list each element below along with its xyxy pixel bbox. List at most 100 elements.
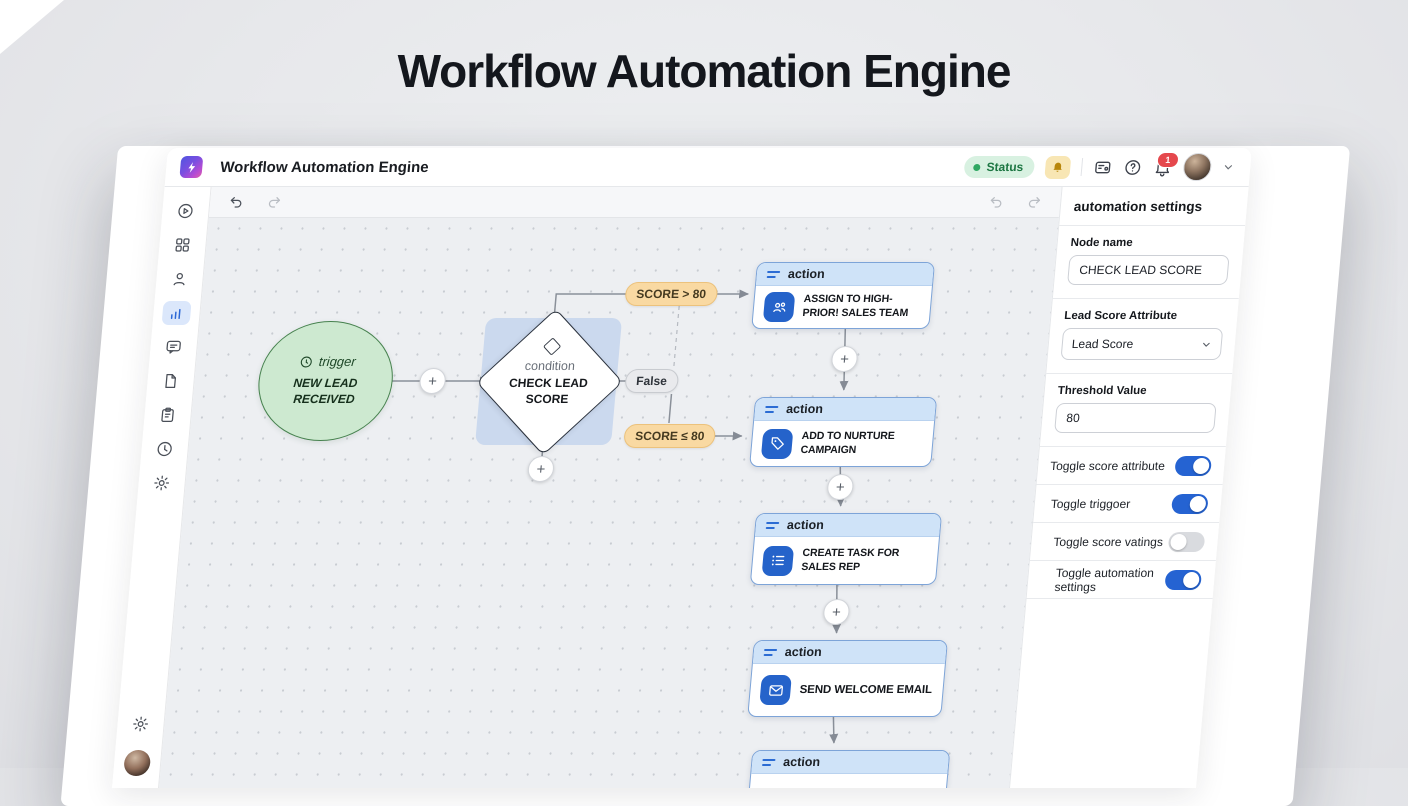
file-icon [161,372,181,390]
sidebar-item-projects[interactable] [153,403,183,427]
threshold-input[interactable] [1054,403,1217,433]
diamond-icon [542,337,561,356]
redo-icon [1026,194,1043,210]
status-dot-icon [973,163,981,171]
action-node-partial[interactable]: action [746,750,951,788]
threshold-label: Threshold Value [1057,385,1148,397]
condition-content: condition CHECK LEAD SCORE [488,337,610,407]
action-title: ASSIGN TO HIGH-PRIOR! SALES TEAM [802,293,909,319]
sidebar-item-preferences[interactable] [126,712,156,736]
undo-button-secondary[interactable] [988,194,1005,210]
redo-button-secondary[interactable] [1026,194,1043,210]
redo-button[interactable] [266,194,283,210]
action-header-icon [766,270,781,278]
action-node-nurture[interactable]: action ADD TO NURTURE CAMPAIGN [749,397,938,467]
sidebar-avatar[interactable] [123,750,152,776]
action-header-icon [764,405,779,413]
trigger-icon [298,355,313,369]
team-icon [762,292,796,322]
sidebar [112,187,212,788]
undo-icon [228,194,245,210]
settings-panel: automation settings Node name Lead Score… [1009,187,1249,788]
alert-chip[interactable] [1044,155,1072,179]
action-title: ADD TO NURTURE CAMPAIGN [800,429,896,456]
action-node-assign-team[interactable]: action ASSIGN TO HIGH-PRIOR! SALES TEAM [751,262,936,329]
action-header-icon [761,758,776,766]
action-title: SEND WELCOME EMAIL [799,683,933,696]
clock-icon [155,440,175,458]
action-header-icon [765,521,780,529]
app-window: Workflow Automation Engine Status [112,148,1253,788]
app-logo[interactable] [179,156,204,178]
page-title: Workflow Automation Engine [397,45,1012,97]
notifications-button[interactable]: 1 [1153,151,1180,177]
tag-icon [760,428,794,459]
action-title: CREATE TASK FOR SALES REP [800,546,900,573]
edge-label-high-score[interactable]: SCORE > 80 [624,282,719,306]
toggle-label: Toggle automation settings [1054,565,1155,594]
user-icon [170,270,190,288]
toggle-switch[interactable] [1164,569,1203,590]
toggle-row-trigger: Toggle triggoer [1033,485,1223,523]
toggle-list: Toggle score attribute Toggle triggoer T… [1026,447,1226,599]
sidebar-item-dashboard[interactable] [167,233,197,257]
action-type-label: action [785,402,824,416]
app-title: Workflow Automation Engine [219,158,430,176]
action-node-create-task[interactable]: action CREATE TASK FOR SALES REP [749,513,943,585]
trigger-type-label: trigger [318,354,357,370]
sidebar-item-settings[interactable] [147,471,177,495]
panel-title: automation settings [1059,187,1249,226]
toggle-row-score-attribute: Toggle score attribute [1036,447,1226,485]
task-list-icon [761,545,795,576]
node-name-label: Node name [1070,237,1134,249]
undo-button[interactable] [228,194,245,210]
selected-option: Lead Score [1071,337,1134,351]
undo-icon [988,194,1005,210]
chevron-down-icon[interactable] [1222,161,1235,173]
workflow-canvas[interactable]: trigger NEW LEAD RECEIVED condition CHEC… [159,218,1059,788]
card-icon [1093,158,1114,177]
toggle-row-score-ratings: Toggle score vatings [1029,523,1220,561]
avatar[interactable] [1182,153,1213,181]
lead-score-attribute-select[interactable]: Lead Score [1060,328,1224,360]
header-divider [1080,158,1084,176]
bar-chart-icon [167,304,187,322]
sidebar-item-contacts[interactable] [164,267,194,291]
action-type-label: action [787,267,826,281]
trigger-node[interactable]: trigger NEW LEAD RECEIVED [253,321,398,441]
action-type-label: action [784,645,823,659]
sidebar-item-documents[interactable] [156,369,186,393]
app-header: Workflow Automation Engine Status [164,148,1253,187]
node-name-input[interactable] [1067,255,1230,285]
play-circle-icon [176,202,196,220]
chevron-down-icon [1200,339,1212,350]
tilted-scene: Workflow Automation Engine Status [0,0,1408,768]
redo-icon [266,194,283,210]
toggle-switch[interactable] [1174,455,1213,476]
toggle-label: Toggle triggoer [1050,496,1131,511]
toggle-label: Toggle score attribute [1049,458,1166,473]
mail-icon [759,675,792,705]
grid-icon [173,236,193,254]
sidebar-item-messages[interactable] [159,335,189,359]
lead-score-attribute-label: Lead Score Attribute [1063,310,1178,322]
edge-label-false[interactable]: False [624,369,680,393]
panel-divider [1046,373,1233,374]
card-button[interactable] [1093,158,1114,177]
logo-bolt-icon [184,161,198,174]
action-header-icon [763,648,778,656]
status-label: Status [986,160,1024,174]
sidebar-item-analytics[interactable] [161,301,192,325]
action-type-label: action [786,518,825,532]
help-button[interactable] [1123,158,1144,177]
toggle-switch[interactable] [1171,493,1209,514]
help-icon [1123,158,1144,177]
sidebar-item-history[interactable] [150,437,180,461]
edge-label-low-score[interactable]: SCORE ≤ 80 [623,424,717,448]
alert-bell-icon [1051,161,1065,174]
notification-count-badge: 1 [1156,151,1180,168]
toggle-switch[interactable] [1167,531,1206,552]
action-node-welcome-email[interactable]: action SEND WELCOME EMAIL [747,640,948,717]
sidebar-item-run[interactable] [170,199,200,223]
status-badge[interactable]: Status [963,156,1036,178]
